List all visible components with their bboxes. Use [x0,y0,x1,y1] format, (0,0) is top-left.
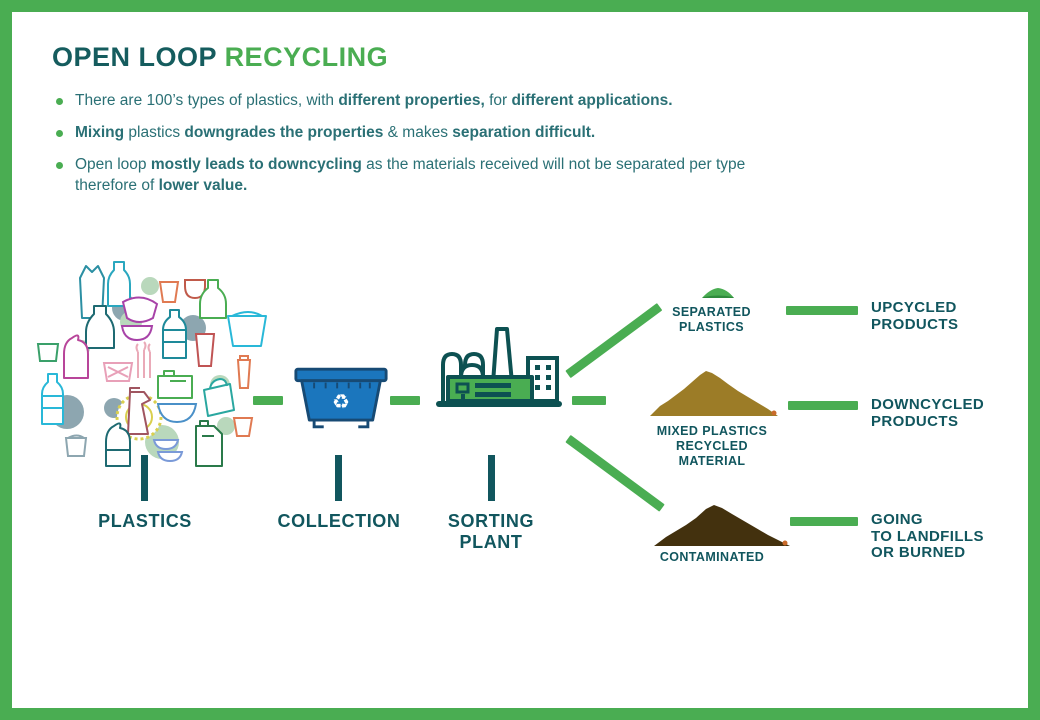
label-line: COLLECTION [277,511,401,531]
connector-dash [253,396,283,405]
text-segment: as the materials received will not be se… [75,156,746,194]
connector-dash [790,517,858,526]
text-segment-bold: downgrades the properties [184,124,384,141]
bullet-item: Mixing plastics downgrades the propertie… [54,122,766,143]
stage-label-collection: COLLECTION [259,511,419,532]
label-line: PRODUCTS [871,412,959,430]
bullet-text: There are 100’s types of plastics, with … [75,90,673,111]
plastic-items-cluster-icon [36,261,267,467]
text-segment: Open loop [75,156,151,173]
label-line: OR BURNED [871,544,966,561]
label-line: UPCYCLED [871,299,957,316]
label-line: MIXED PLASTICS [656,424,768,438]
page-title: OPEN LOOP RECYCLING [52,42,388,73]
text-segment-bold: separation difficult. [452,124,596,141]
bullet-list: There are 100’s types of plastics, with … [54,90,766,207]
pile-label-mixed-plastics: MIXED PLASTICS RECYCLED MATERIAL [612,424,812,469]
pile-label-separated-plastics: SEPARATED PLASTICS [634,305,789,335]
label-line: PLANT [459,532,523,552]
text-segment: plastics [124,124,185,141]
bullet-text: Mixing plastics downgrades the propertie… [75,122,595,143]
bullet-dot [56,98,63,105]
stage-tick [488,455,495,501]
connector-dash [572,396,606,405]
bullet-item: Open loop mostly leads to downcycling as… [54,154,766,196]
title-dark-part: OPEN LOOP [52,42,217,72]
label-line: PLASTICS [678,320,744,334]
output-label-upcycled: UPCYCLED PRODUCTS [871,299,1028,333]
stage-label-plastics: PLASTICS [65,511,225,532]
bullet-dot [56,130,63,137]
output-label-downcycled: DOWNCYCLED PRODUCTS [871,396,1028,430]
label-line: PLASTICS [98,511,192,531]
text-segment: & makes [383,124,453,141]
stage-label-sorting-plant: SORTING PLANT [411,511,571,553]
contaminated-pile-icon [654,505,790,546]
label-line: SEPARATED [672,305,751,319]
text-segment: There are 100’s types of plastics, with [75,92,339,109]
label-line: DOWNCYCLED [871,396,985,413]
text-segment-bold: Mixing [75,124,125,141]
label-line: CONTAMINATED [659,550,765,564]
mixed-plastics-pile-icon [650,371,778,416]
stage-tick [141,455,148,501]
output-label-landfill: GOING TO LANDFILLS OR BURNED [871,511,1028,562]
separated-plastics-pile-icon [702,288,734,298]
recycling-bin-icon: ♻ [294,367,388,429]
label-line: PRODUCTS [871,315,959,333]
bullet-item: There are 100’s types of plastics, with … [54,90,766,111]
factory-icon [436,327,562,407]
text-segment: for [484,92,512,109]
connector-dash [390,396,420,405]
connector-dash [788,401,858,410]
text-segment-bold: different properties, [338,92,485,109]
label-line: MATERIAL [678,454,746,468]
text-segment-bold: mostly leads to downcycling [150,156,362,173]
connector-dash [786,306,858,315]
label-line: SORTING [447,511,535,531]
label-line: RECYCLED [676,439,748,453]
bullet-text: Open loop mostly leads to downcycling as… [75,154,766,196]
recycle-icon: ♻ [332,392,350,414]
pile-label-contaminated: CONTAMINATED [612,550,812,565]
title-green-part: RECYCLING [224,42,389,72]
label-line: TO LANDFILLS [871,527,984,545]
text-segment-bold: different applications. [511,92,673,109]
bullet-dot [56,162,63,169]
label-line: GOING [871,511,924,528]
stage-tick [335,455,342,501]
text-segment-bold: lower value. [158,177,248,194]
